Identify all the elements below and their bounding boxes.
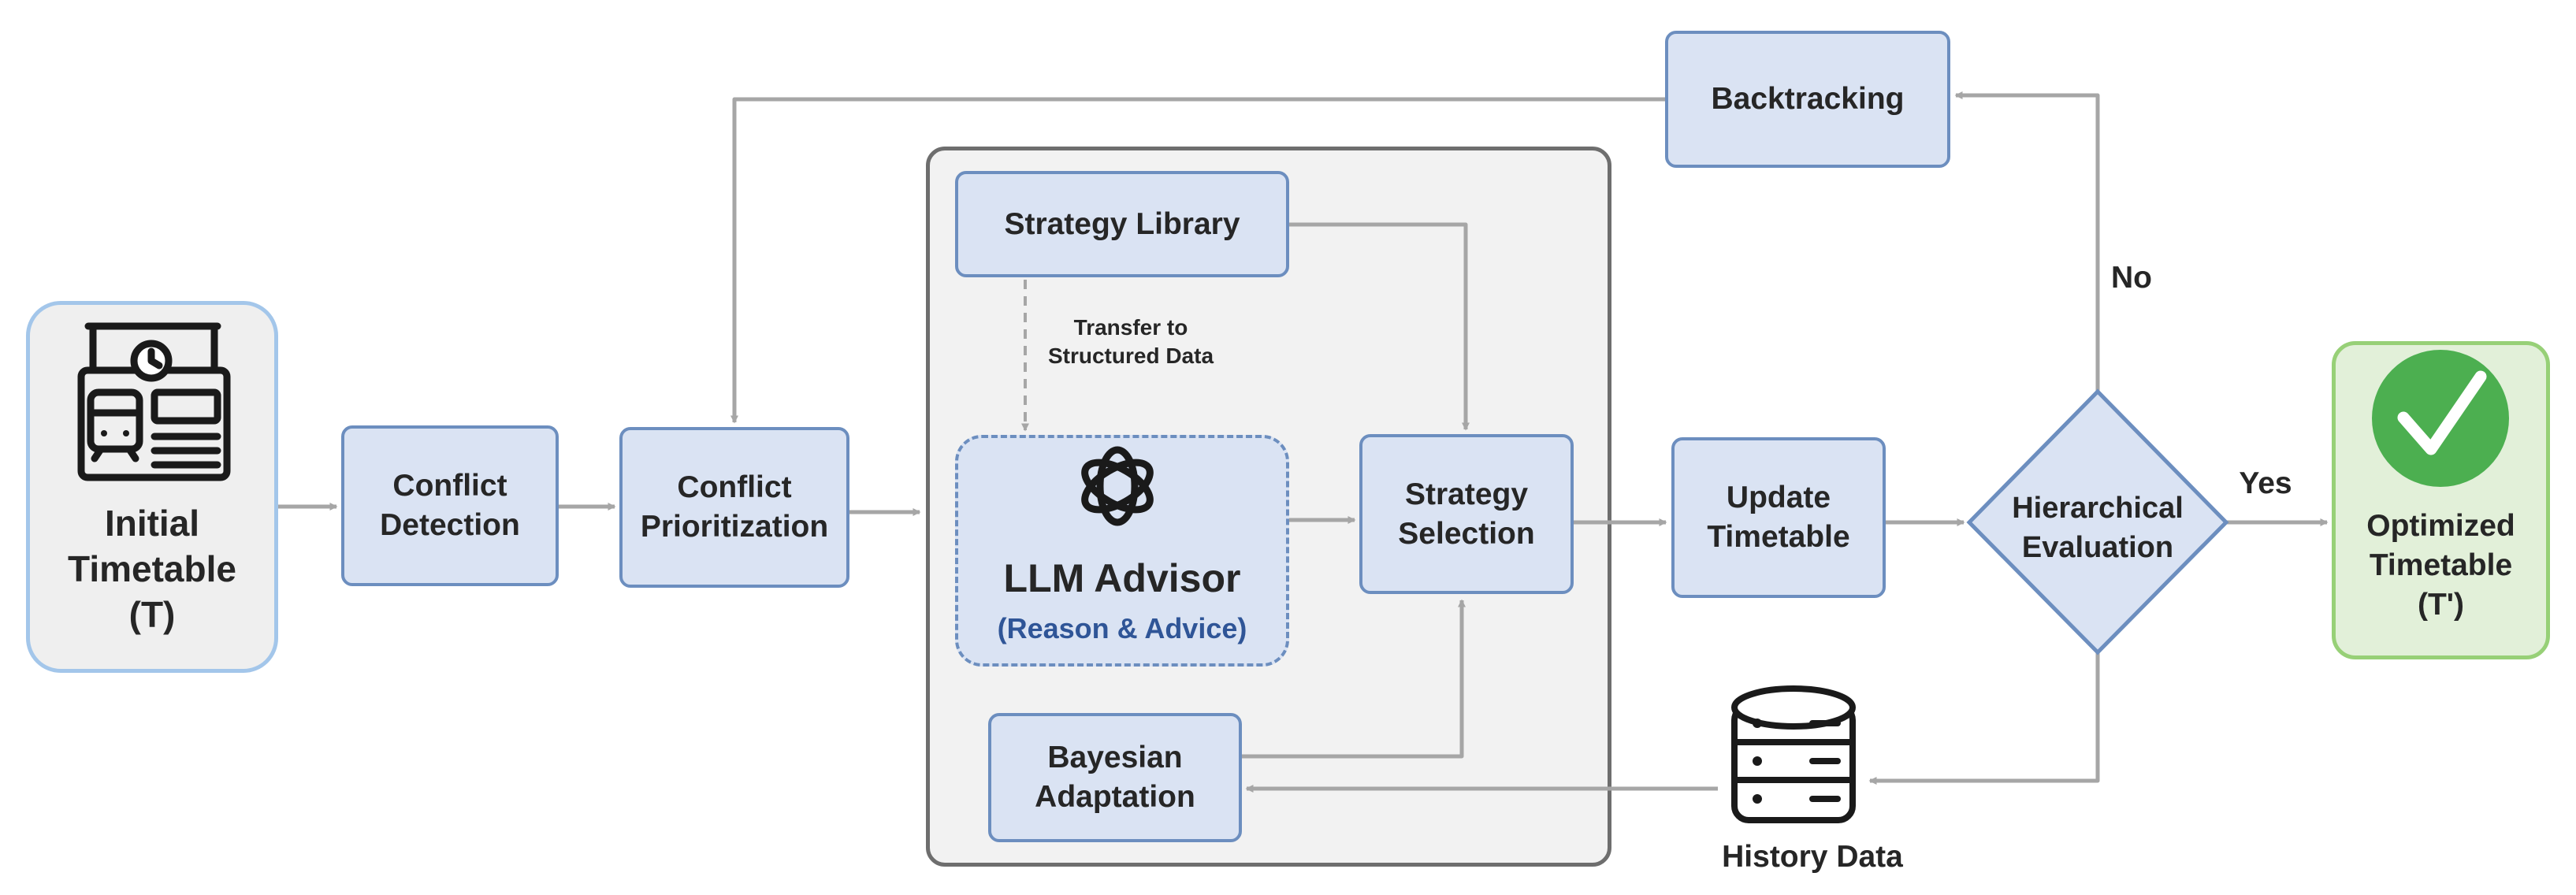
backtracking-label: Backtracking [1711, 82, 1905, 116]
llm-advisor-title: LLM Advisor [1003, 556, 1241, 600]
arrow-library-to-selection [1289, 222, 1470, 431]
yes-edge-label: Yes [2239, 466, 2292, 500]
arrow-bayesian-to-selection [1242, 599, 1466, 759]
llm-advisor-node: LLM Advisor (Reason & Advice) [955, 435, 1289, 667]
arrow-evaluation-to-history [1868, 652, 2100, 785]
conflict-detection-node: Conflict Detection [341, 425, 559, 586]
strategy-selection-node: Strategy Selection [1359, 434, 1574, 594]
optimized-timetable-line-1: Optimized [2366, 509, 2515, 543]
strategy-selection-line-2: Selection [1398, 516, 1535, 551]
transfer-edge-label-line-1: Transfer to [1073, 315, 1188, 340]
optimized-timetable-line-3: (T') [2417, 588, 2465, 622]
conflict-detection-line-1: Conflict [392, 469, 507, 503]
no-edge-label: No [2111, 261, 2152, 295]
database-icon [1731, 685, 1856, 823]
bayesian-adaptation-node: Bayesian Adaptation [988, 713, 1242, 842]
backtracking-node: Backtracking [1665, 31, 1950, 168]
conflict-prioritization-line-2: Prioritization [640, 510, 829, 544]
conflict-prioritization-node: Conflict Prioritization [619, 427, 849, 588]
llm-advisor-subtitle: (Reason & Advice) [997, 612, 1247, 644]
initial-timetable-line-2: Timetable [68, 548, 236, 589]
conflict-prioritization-line-1: Conflict [677, 470, 792, 504]
arrow-backtracking-to-prioritization [730, 97, 1665, 424]
openai-logo-icon [1081, 446, 1154, 526]
conflict-detection-line-2: Detection [380, 508, 520, 542]
check-circle-icon [2372, 350, 2509, 487]
hierarchical-evaluation-label: Hierarchical Evaluation [1970, 488, 2225, 567]
hierarchical-evaluation-line-2: Evaluation [2021, 531, 2174, 564]
arrow-evaluation-to-backtracking [1954, 91, 2100, 392]
strategy-library-label: Strategy Library [1004, 206, 1240, 241]
update-timetable-line-1: Update [1726, 481, 1831, 514]
update-timetable-line-2: Timetable [1707, 520, 1850, 554]
train-station-icon [77, 322, 231, 481]
strategy-selection-line-1: Strategy [1404, 477, 1529, 511]
hierarchical-evaluation-line-1: Hierarchical [2012, 492, 2184, 525]
optimized-timetable-line-2: Timetable [2369, 548, 2513, 582]
initial-timetable-line-1: Initial [104, 503, 200, 544]
update-timetable-node: Update Timetable [1671, 437, 1886, 598]
transfer-edge-label-line-2: Structured Data [1047, 344, 1214, 368]
strategy-library-node: Strategy Library [955, 171, 1289, 277]
transfer-edge-label: Transfer to Structured Data [1017, 314, 1245, 370]
history-data-label: History Data [1722, 840, 1903, 874]
initial-timetable-line-3: (T) [128, 594, 176, 635]
bayesian-adaptation-line-2: Adaptation [1035, 780, 1195, 814]
evaluation-diamond [1966, 388, 2229, 655]
optimized-timetable-node: Optimized Timetable (T') [2332, 341, 2550, 659]
bayesian-adaptation-line-1: Bayesian [1047, 741, 1183, 774]
